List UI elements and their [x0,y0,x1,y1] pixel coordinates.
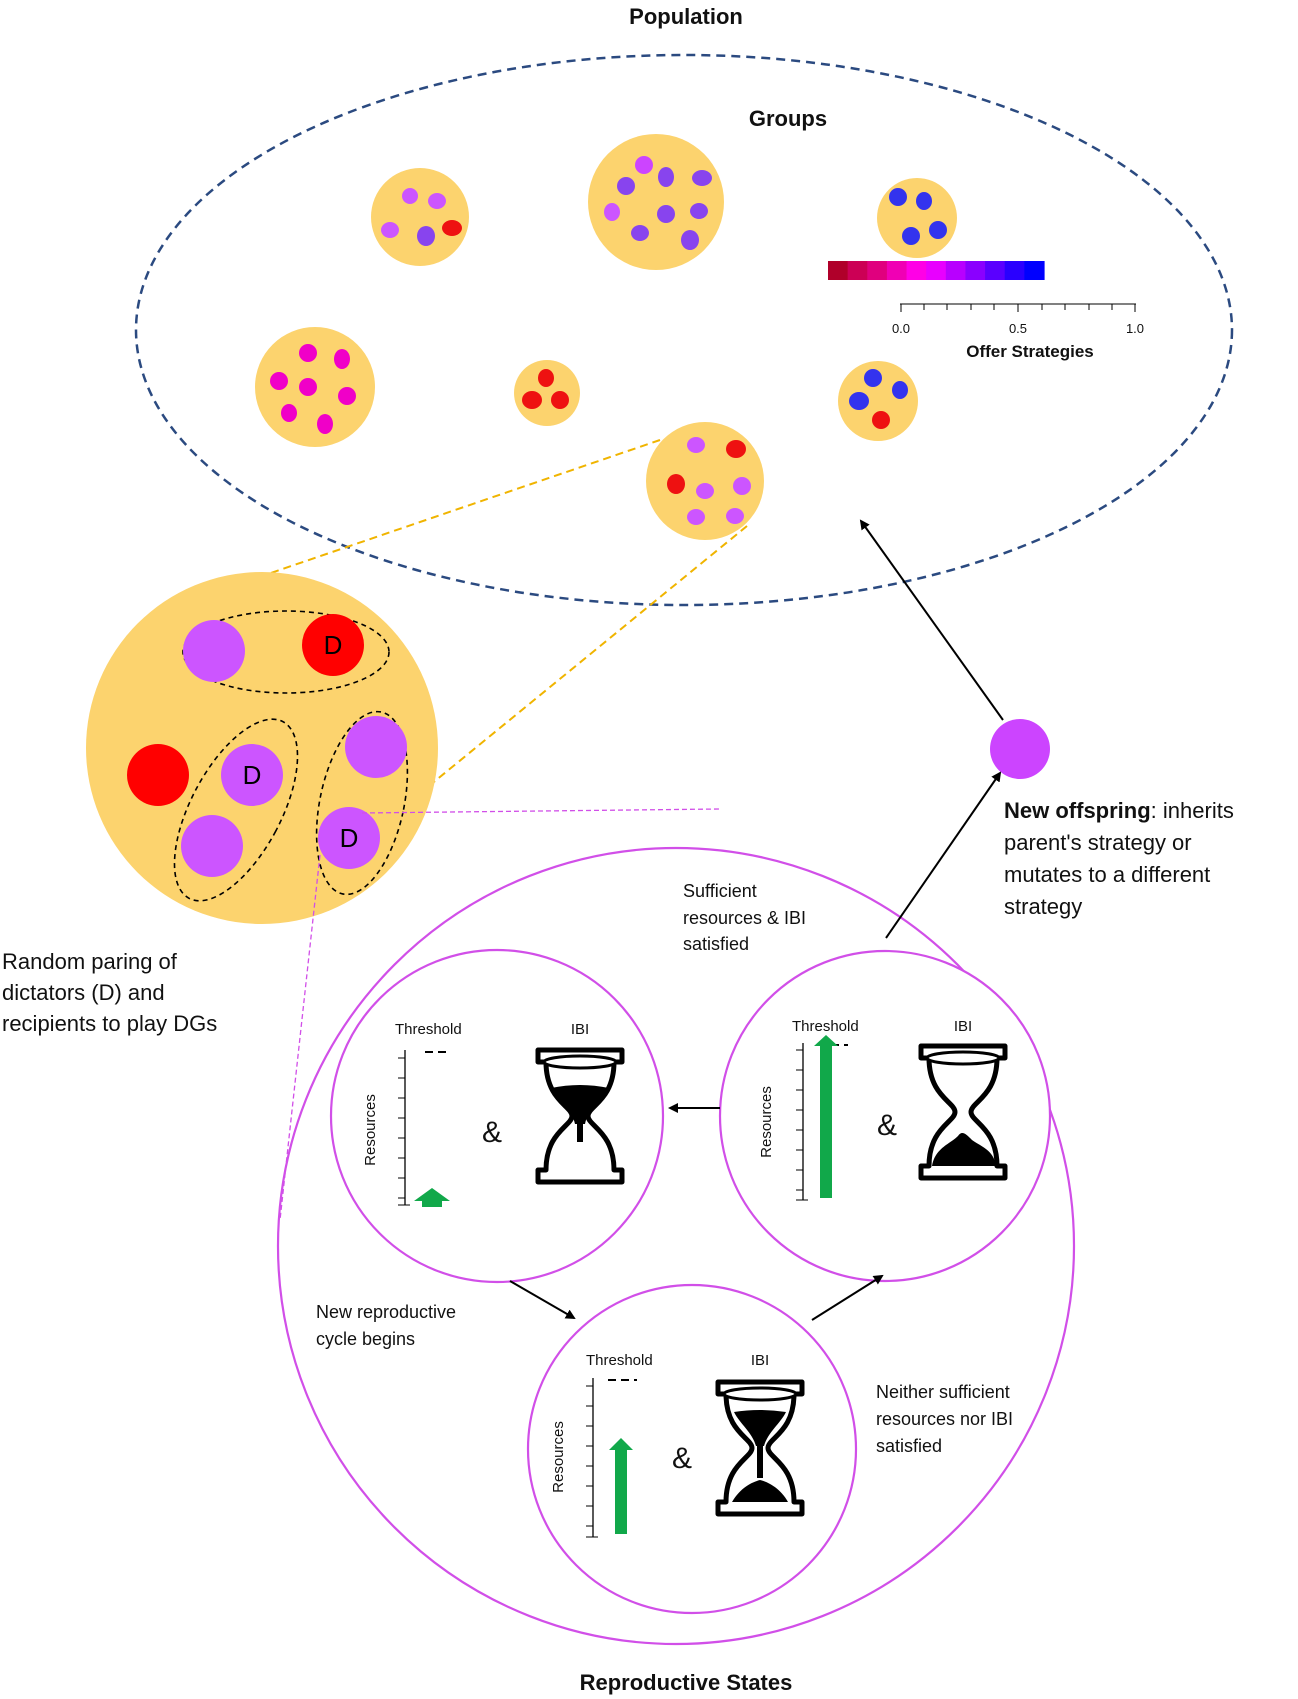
ibi-label-1: IBI [571,1021,589,1038]
group-1 [371,168,469,266]
pair-2-outline [173,718,299,902]
neither-caption-line-3: satisfied [876,1436,942,1456]
legend-tick-1: 1.0 [1126,321,1144,336]
offspring-caption-line-3: mutates to a different [1004,862,1210,887]
threshold-label-1: Threshold [395,1021,462,1038]
sufficient-caption-line-1: Sufficient [683,881,757,901]
pair-3-outline [315,710,409,896]
pairing-caption-line-2: dictators (D) and [2,980,165,1005]
resources-label-3: Resources [550,1421,567,1493]
resource-arrow-1 [414,1188,450,1207]
resources-label-2: Resources [758,1086,775,1158]
offspring-caption-line-2: parent's strategy or [1004,830,1192,855]
hourglass-icon-3 [715,1379,805,1517]
dictator-label-2: D [243,760,262,790]
state-circle-accumulating [526,1283,858,1615]
population-boundary [134,53,1234,607]
arrow-accumulating-to-satisfied [811,1274,884,1321]
group-7 [646,422,764,540]
state-circle-new-cycle [329,948,665,1284]
pairing-caption-line-3: recipients to play DGs [2,1011,217,1036]
arrow-new-to-accumulating [509,1280,576,1320]
reproductive-states-title: Reproductive States [580,1670,793,1695]
neither-caption-line-1: Neither sufficient [876,1382,1010,1402]
state-to-offspring-arrow [885,771,1002,939]
offspring-rest: : inherits [1151,798,1234,823]
legend-tick-05: 0.5 [1009,321,1027,336]
group-4 [255,327,375,447]
and-symbol-3: & [672,1442,692,1475]
resources-scale-3 [586,1378,598,1538]
legend-swatch [867,261,888,280]
legend-swatch [828,261,849,280]
legend-swatch [1004,261,1025,280]
legend-swatch [886,261,908,280]
resource-arrow-2 [814,1035,838,1198]
group-3 [877,178,957,258]
ibi-label-3: IBI [751,1352,769,1369]
legend-swatch [1024,261,1045,280]
offspring-caption-line-1: New offspring: inherits [1004,798,1234,823]
legend-tick-0: 0.0 [892,321,910,336]
new-cycle-caption-line-2: cycle begins [316,1329,415,1349]
population-title: Population [629,4,743,29]
pair-1-outline [182,610,390,694]
resource-arrow-3 [609,1438,633,1534]
resources-label-1: Resources [362,1094,379,1166]
legend-swatch [965,261,986,280]
state-new-cycle-content: Threshold Resources & IBI [362,1021,625,1207]
groups-title: Groups [749,106,827,131]
zoom-line-right [401,525,748,809]
pairing-caption-line-1: Random paring of [2,949,178,974]
threshold-label-2: Threshold [792,1018,859,1035]
dictator-label-3: D [340,823,359,853]
threshold-label-3: Threshold [586,1352,653,1369]
offspring-to-population-arrow [859,519,1004,721]
group-6 [838,361,918,441]
new-cycle-caption-line-1: New reproductive [316,1302,456,1322]
new-offspring-individual [990,719,1050,779]
offspring-caption-line-4: strategy [1004,894,1082,919]
dictator-label-1: D [324,630,343,660]
legend-swatch [847,261,868,280]
group-2 [588,134,724,270]
state-accumulating-content: Threshold Resources & IBI [550,1352,805,1538]
hourglass-icon-1 [535,1047,625,1185]
legend-swatch [985,261,1006,280]
neither-caption-line-2: resources nor IBI [876,1409,1013,1429]
state-satisfied-content: Threshold Resources & IBI [758,1018,1008,1201]
resources-scale-1 [398,1050,410,1206]
legend-title: Offer Strategies [966,342,1094,361]
cycle-zoom-line-top [361,808,721,814]
legend-swatch [926,261,947,280]
and-symbol-2: & [877,1109,897,1142]
legend-color-bar [828,261,1045,280]
hourglass-icon-2 [918,1043,1008,1181]
ibi-label-2: IBI [954,1018,972,1035]
sufficient-caption-line-2: resources & IBI [683,908,806,928]
legend-swatch [906,261,927,280]
zoomed-group: D D D [86,572,438,924]
zoom-line-left [261,439,661,577]
group-5 [514,360,580,426]
legend-swatch [945,261,967,280]
legend-ticks [900,304,1136,312]
offer-strategy-legend: 0.0 0.5 1.0 Offer Strategies [828,261,1144,361]
resources-scale-2 [796,1043,808,1201]
reproductive-cycle-boundary [276,846,1076,1646]
offspring-bold: New offspring [1004,798,1151,823]
and-symbol-1: & [482,1116,502,1149]
sufficient-caption-line-3: satisfied [683,934,749,954]
